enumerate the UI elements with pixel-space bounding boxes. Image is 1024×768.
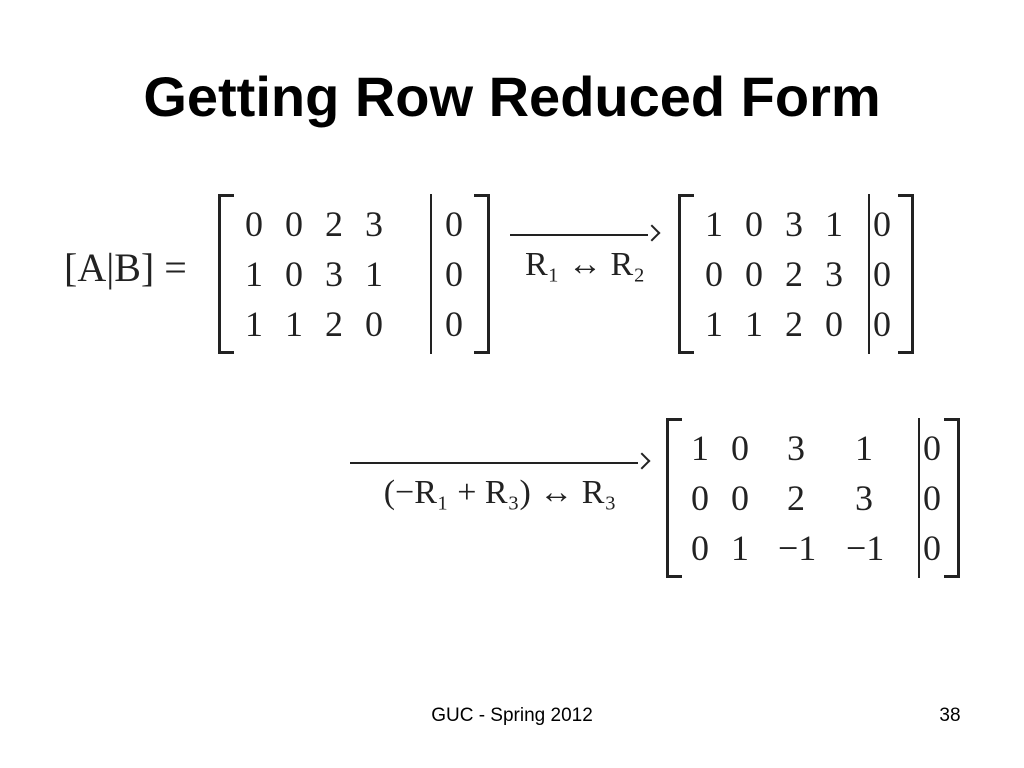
augment-divider [868, 194, 870, 354]
matrix-entry: 3 [365, 204, 383, 244]
matrix-entry: 0 [825, 304, 843, 344]
left-bracket [218, 194, 234, 354]
matrix-entry: 0 [873, 204, 891, 244]
matrix-entry: 0 [445, 254, 463, 294]
matrix-entry: 1 [285, 304, 303, 344]
matrix-entry: −1 [846, 528, 885, 568]
matrix-entry: 0 [923, 478, 941, 518]
matrix-entry: 0 [923, 428, 941, 468]
footer-text: GUC - Spring 2012 [431, 705, 593, 726]
matrix-entry: 0 [285, 254, 303, 294]
matrix-entry: 0 [365, 304, 383, 344]
matrix-entry: 3 [325, 254, 343, 294]
arrow-head-icon [633, 452, 651, 470]
matrix-entry: 2 [785, 254, 803, 294]
matrix-entry: 3 [787, 428, 805, 468]
matrix-entry: 0 [873, 254, 891, 294]
augmented-matrix-label: [A|B] = [64, 245, 187, 290]
matrix-entry: 1 [691, 428, 709, 468]
matrix-entry: 0 [285, 204, 303, 244]
matrix-entry: 2 [325, 304, 343, 344]
matrix-entry: 1 [705, 304, 723, 344]
matrix-entry: 2 [785, 304, 803, 344]
matrix-entry: 0 [745, 204, 763, 244]
matrix-entry: 0 [923, 528, 941, 568]
matrix-entry: 1 [825, 204, 843, 244]
left-bracket [666, 418, 682, 578]
right-bracket [474, 194, 490, 354]
row-operation-label: (−R₁ + R₃) ↔ R₃ [383, 474, 617, 511]
matrix-entry: 0 [691, 528, 709, 568]
matrix-entry: 0 [445, 204, 463, 244]
matrix-entry: 3 [825, 254, 843, 294]
matrix-entry: 1 [245, 254, 263, 294]
matrix-entry: 3 [785, 204, 803, 244]
left-bracket [678, 194, 694, 354]
matrix-entry: 0 [731, 478, 749, 518]
matrix-entry: 2 [787, 478, 805, 518]
page-number: 38 [939, 705, 961, 726]
matrix-entry: −1 [778, 528, 817, 568]
matrix-entry: 1 [365, 254, 383, 294]
matrix-entry: 0 [731, 428, 749, 468]
right-bracket [898, 194, 914, 354]
matrix-entry: 1 [705, 204, 723, 244]
right-bracket [944, 418, 960, 578]
arrow-head-icon [643, 224, 661, 242]
matrix-entry: 1 [245, 304, 263, 344]
matrix-entry: 0 [691, 478, 709, 518]
matrix-entry: 0 [745, 254, 763, 294]
row-operation-arrow-2: (−R₁ + R₃) ↔ R₃ [350, 452, 651, 522]
slide-title: Getting Row Reduced Form [143, 65, 881, 128]
augment-divider [918, 418, 920, 578]
row-operation-label: R₁ ↔ R₂ [524, 246, 646, 283]
matrix-entry: 1 [855, 428, 873, 468]
matrix-entry: 0 [705, 254, 723, 294]
matrix-entry: 1 [731, 528, 749, 568]
row-operation-arrow-1: R₁ ↔ R₂ [510, 224, 661, 294]
matrix-entry: 2 [325, 204, 343, 244]
matrix-entry: 0 [873, 304, 891, 344]
augment-divider [430, 194, 432, 354]
matrix-entry: 0 [445, 304, 463, 344]
matrix-entry: 0 [245, 204, 263, 244]
matrix-entry: 3 [855, 478, 873, 518]
matrix-entry: 1 [745, 304, 763, 344]
